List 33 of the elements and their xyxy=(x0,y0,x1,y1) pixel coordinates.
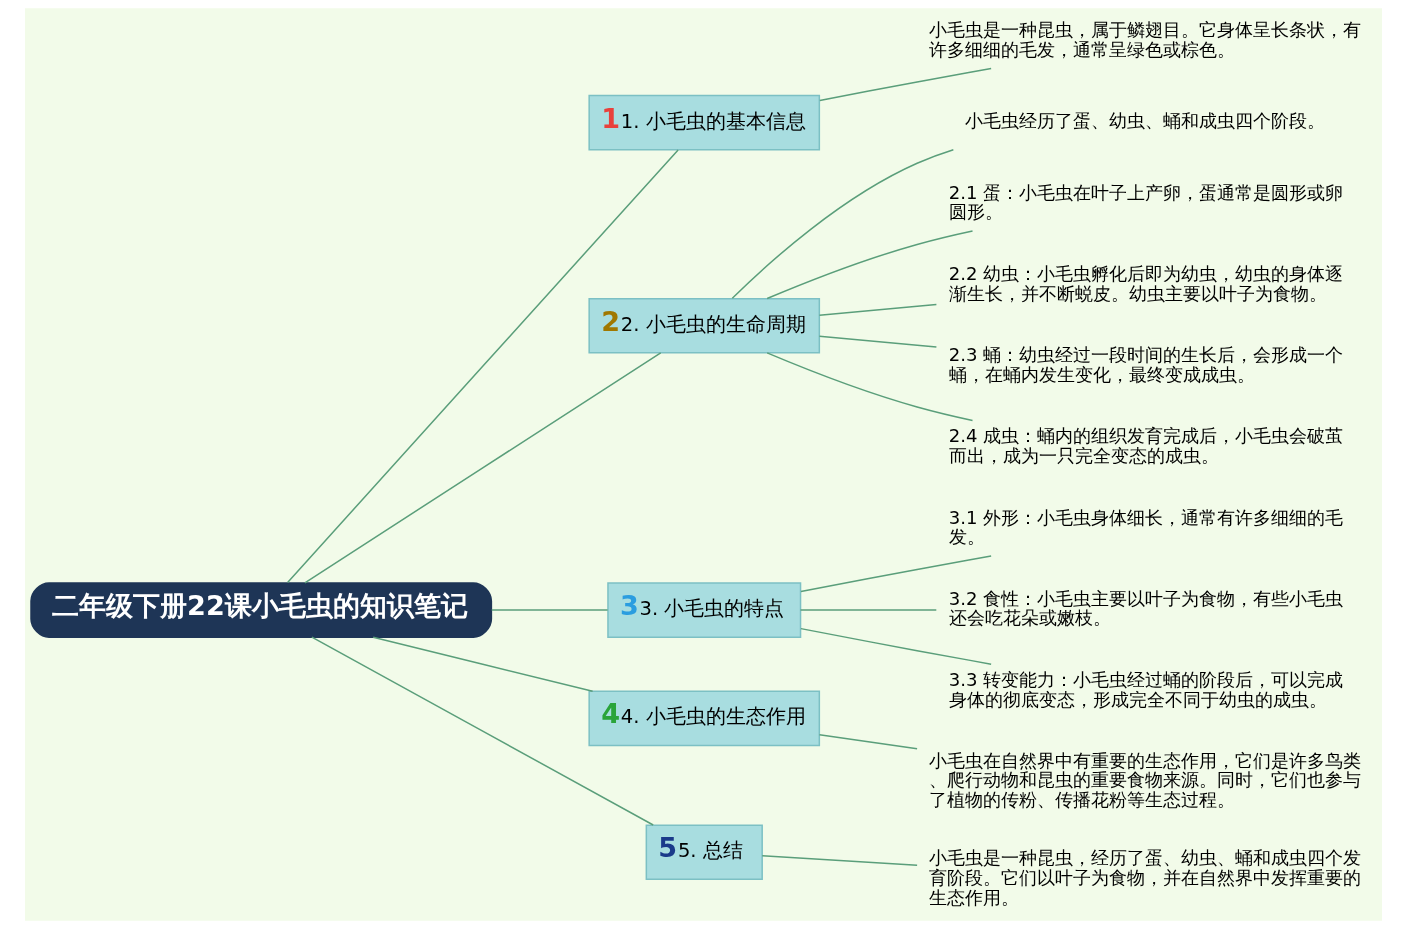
node-text: 小毛虫是一种昆虫，经历了蛋、幼虫、蛹和成虫四个发育阶段。它们以叶子为食物，并在自然界中发挥重要的生态作用。 xyxy=(929,847,1362,908)
node-box: 2 2. 小毛虫的生命周期 xyxy=(588,297,821,354)
connector xyxy=(761,855,918,867)
connector xyxy=(800,627,992,665)
connector xyxy=(800,555,992,593)
connector xyxy=(766,352,974,422)
connector xyxy=(286,149,679,584)
connector xyxy=(766,230,974,300)
node-text: 小毛虫经历了蛋、幼虫、蛹和成虫四个阶段。 xyxy=(965,110,1326,132)
node-text: 3.1 外形：小毛虫身体细长，通常有许多细细的毛发。 xyxy=(948,506,1344,548)
connector xyxy=(799,609,938,611)
node-box: 1 1. 小毛虫的基本信息 xyxy=(588,94,821,151)
node-text: 小毛虫在自然界中有重要的生态作用，它们是许多鸟类、爬行动物和昆虫的重要食物来源。同时，它们也参与了植物的传粉、传播花粉等生态过程。 xyxy=(929,749,1362,810)
connector xyxy=(818,734,918,750)
node-text: 小毛虫是一种昆虫，属于鳞翅目。它身体呈长条状，有许多细细的毛发，通常呈绿色或棕色。 xyxy=(929,19,1362,60)
node-box: 44. 小毛虫的生态作用 xyxy=(588,690,821,747)
node-text: 3.3 转变能力：小毛虫经过蛹的阶段后，可以完成身体的彻底变态，形成完全不同于幼虫的成虫。 xyxy=(948,669,1344,710)
node-text: 3.2 食性：小毛虫主要以叶子为食物，有些小毛虫还会吃花朵或嫩枝。 xyxy=(948,587,1344,629)
node-text: 2.4 成虫：蛹内的组织发育完成后，小毛虫会破茧而出，成为一只完全变态的成虫。 xyxy=(948,425,1344,467)
connector xyxy=(819,67,992,102)
connector xyxy=(304,352,662,584)
node-text: 2.2 幼虫：小毛虫孵化后即为幼虫，幼虫的身体逐渐生长，并不断蜕皮。幼虫主要以叶子为食物。 xyxy=(948,262,1344,304)
node-text: 2.3 蛹：幼虫经过一段时间的生长后，会形成一个蛹，在蛹内发生变化，最终变成成虫。 xyxy=(948,344,1344,385)
connector xyxy=(372,636,594,692)
node-box: 二年级下册22课小毛虫的知识笔记 xyxy=(30,582,493,638)
connector xyxy=(818,303,938,316)
connector xyxy=(311,636,654,826)
connector xyxy=(818,335,938,348)
connector xyxy=(731,149,955,300)
connector xyxy=(491,609,609,611)
node-box: 3 3. 小毛虫的特点 xyxy=(607,582,802,638)
node-box: 5 5. 总结 xyxy=(645,824,763,881)
node-text: 2.1 蛋：小毛虫在叶子上产卵，蛋通常是圆形或卵圆形。 xyxy=(948,181,1344,223)
